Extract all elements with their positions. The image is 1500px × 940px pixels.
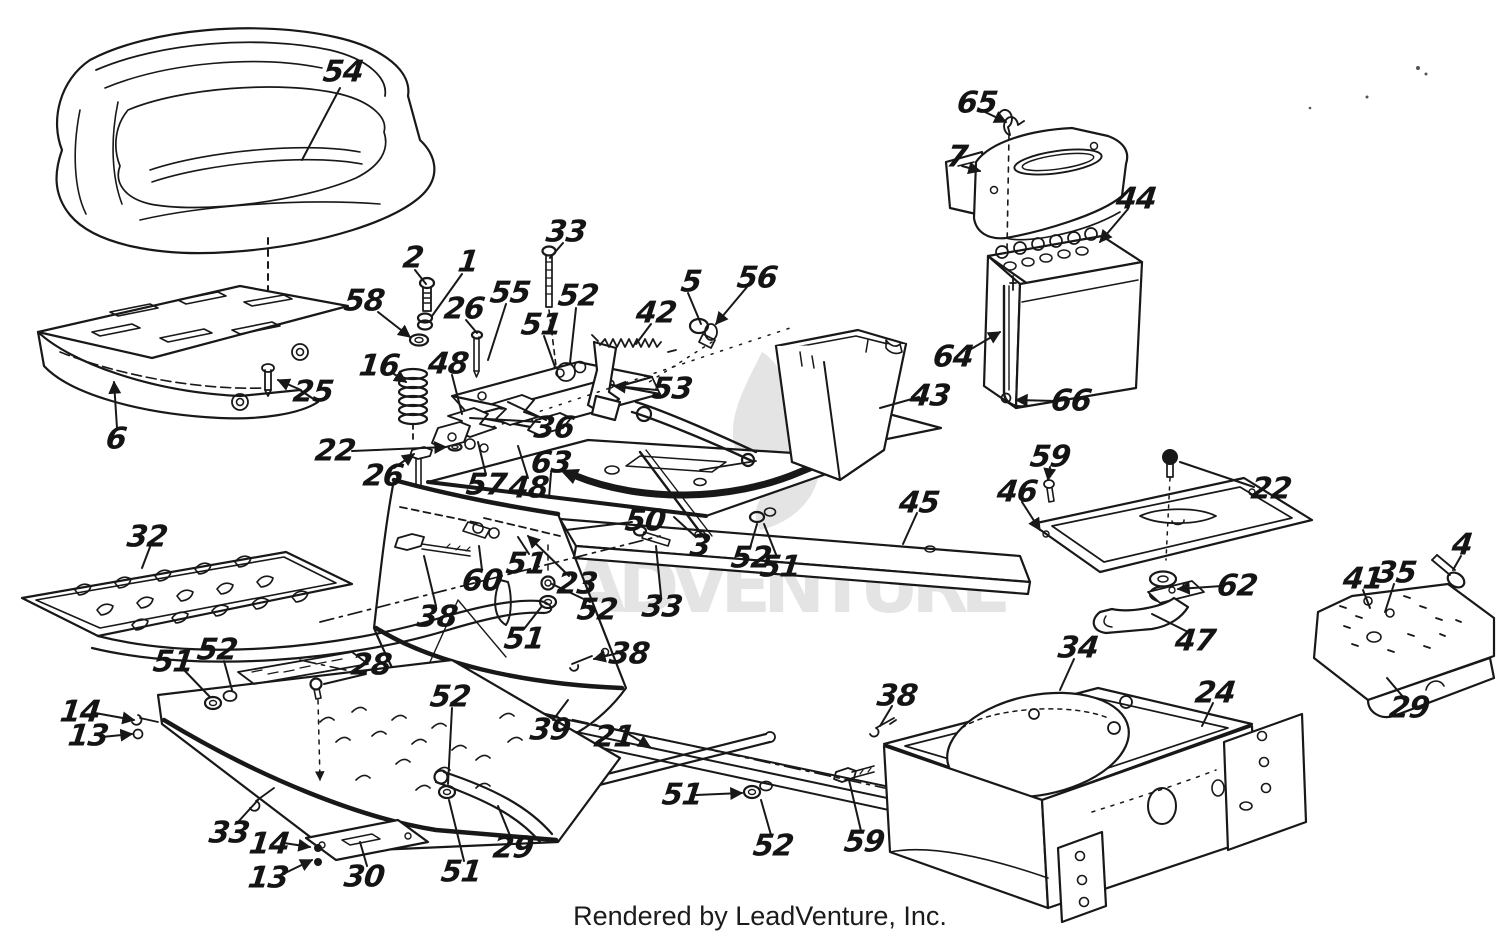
leadventure-flame-icon: [732, 352, 822, 530]
rear-frame-drawing: [882, 686, 1308, 924]
running-board-drawing: [131, 651, 622, 866]
hitch-plate-drawing: [1312, 554, 1496, 719]
paper-specks: [1308, 66, 1428, 110]
battery-group-drawing: [944, 108, 1144, 410]
tool-tray-bucket-drawing: [774, 328, 908, 482]
seat-drawing: [55, 27, 436, 301]
seat-hinge-assembly-drawing: [435, 317, 791, 447]
pivot-plate-drawing: [1030, 449, 1314, 635]
footer-credit-text: Rendered by LeadVenture, Inc.: [573, 901, 947, 931]
leader-lines: [94, 87, 1462, 875]
mid-bottom-fasteners-drawing: [742, 717, 897, 800]
footrest-panel-drawing: [20, 550, 553, 663]
seat-bracket-drawing: [36, 284, 350, 420]
frame-rail-45-drawing: [319, 449, 1032, 623]
